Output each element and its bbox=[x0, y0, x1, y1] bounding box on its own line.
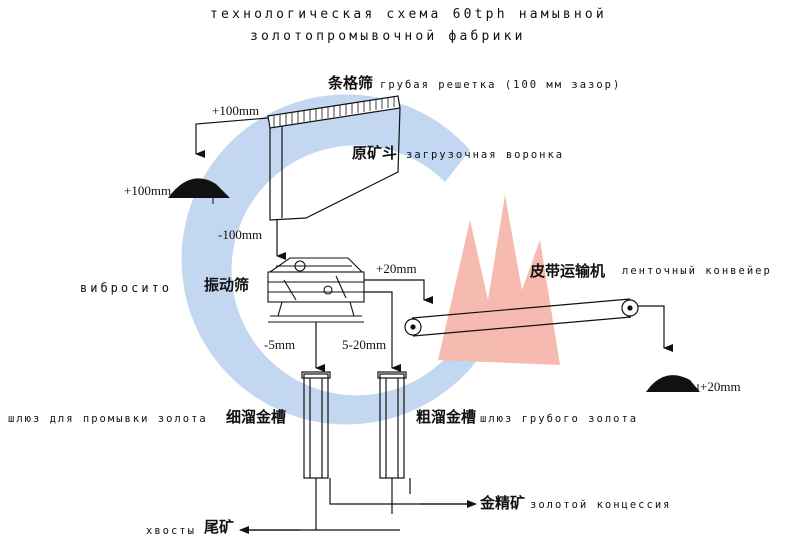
screen-oversize-arrow bbox=[364, 279, 433, 304]
conveyor-pile-label: +20mm bbox=[700, 379, 741, 394]
oversize-pile-label: +100mm bbox=[124, 183, 172, 198]
tailings-label-zh: 尾矿 bbox=[204, 518, 235, 536]
coarse-sluice-label-ru: шлюз грубого золота bbox=[480, 413, 639, 425]
grizzly-label-zh: 条格筛 bbox=[328, 74, 374, 92]
mid-fraction-label: 5-20mm bbox=[342, 337, 387, 352]
vibrating-screen bbox=[267, 257, 365, 323]
fine-fraction-label: -5mm bbox=[264, 337, 296, 352]
screen-label-zh: 振动筛 bbox=[204, 276, 250, 294]
fine-sluice-label-ru: шлюз для промывки золота bbox=[8, 413, 208, 425]
screen-label-ru: вибросито bbox=[80, 281, 173, 295]
grizzly-label-ru: грубая решетка (100 мм зазор) bbox=[380, 79, 622, 91]
conveyor-discharge-arrow bbox=[638, 305, 673, 352]
oversize-arrow bbox=[195, 117, 269, 158]
oversize-label: +100mm bbox=[212, 103, 260, 118]
concentrate-label-zh: 金精矿 bbox=[480, 494, 526, 512]
conveyor-pile bbox=[646, 375, 700, 392]
title-line-1: технологическая схема 60tph намывной bbox=[210, 7, 607, 22]
screen-oversize-label: +20mm bbox=[376, 261, 417, 276]
hopper-label-zh: 原矿斗 bbox=[352, 144, 398, 162]
oversize-pile bbox=[168, 178, 230, 198]
watermark-logo bbox=[181, 94, 560, 425]
undersize-label: -100mm bbox=[218, 227, 263, 242]
tailings-label-ru: хвосты bbox=[146, 525, 196, 537]
conveyor-label-ru: ленточный конвейер bbox=[622, 265, 772, 277]
belt-conveyor bbox=[404, 298, 639, 337]
hopper bbox=[269, 107, 401, 221]
title-line-2: золотопромывочной фабрики bbox=[250, 29, 526, 44]
concentrate-label-ru: золотой концессия bbox=[530, 499, 672, 511]
mid-arrow bbox=[364, 291, 401, 372]
coarse-sluice-label-zh: 粗溜金槽 bbox=[416, 408, 477, 426]
conveyor-label-zh: 皮带运输机 bbox=[530, 262, 606, 280]
hopper-label-ru: загрузочная воронка bbox=[406, 149, 565, 161]
fine-sluice-label-zh: 细溜金槽 bbox=[226, 408, 287, 426]
